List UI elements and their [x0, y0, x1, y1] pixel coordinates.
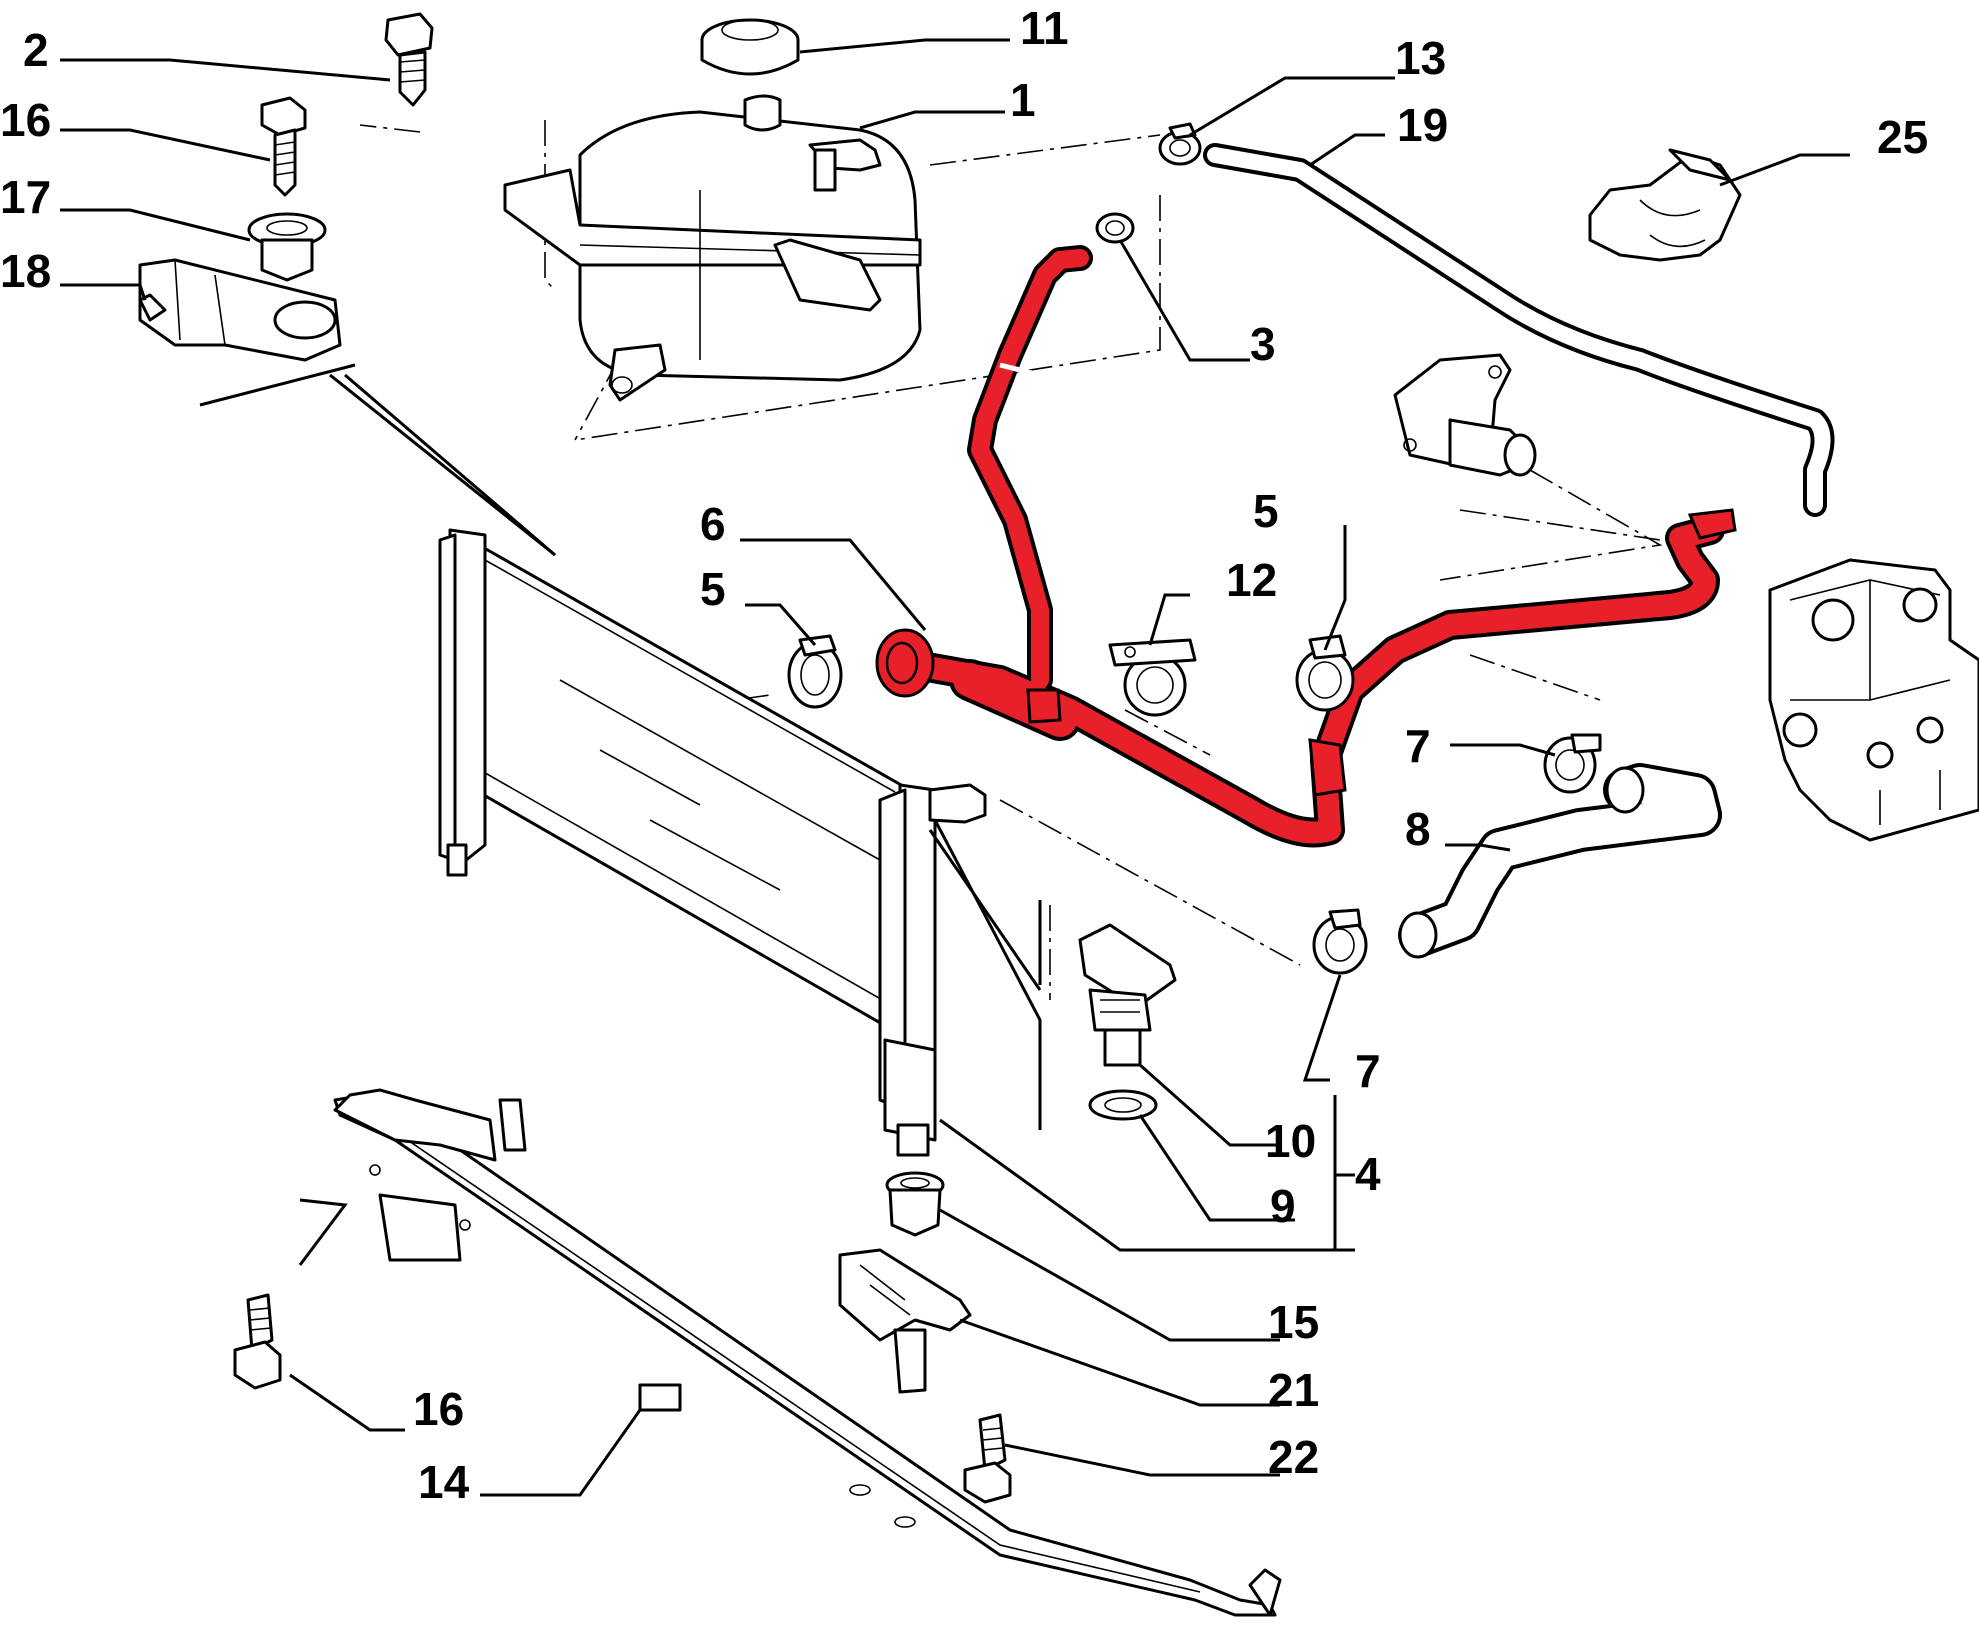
part-25-hose-clip [1588, 148, 1742, 262]
label-16-top: 16 [0, 94, 51, 146]
label-9: 9 [1270, 1180, 1296, 1232]
label-18: 18 [0, 245, 51, 297]
label-14: 14 [418, 1456, 470, 1508]
part-12-clamp [1108, 638, 1197, 717]
part-15-grommet [885, 1171, 945, 1237]
part-5-clamp-left [787, 634, 843, 709]
label-13: 13 [1395, 32, 1446, 84]
label-7-top: 7 [1405, 720, 1431, 772]
hose-break-mark [999, 362, 1041, 378]
label-10: 10 [1265, 1115, 1316, 1167]
label-15: 15 [1268, 1296, 1319, 1348]
part-7-clamp-top [1543, 733, 1602, 794]
label-1: 1 [1010, 74, 1036, 126]
part-18-bracket [138, 258, 342, 362]
part-6-highlighted-hose [875, 245, 1737, 848]
part-11-expansion-tank-cap [700, 18, 800, 76]
label-12: 12 [1226, 554, 1277, 606]
part-9-washer [1088, 1089, 1158, 1121]
part-22-bolt [963, 1413, 1012, 1504]
part-2-bolt [384, 12, 434, 107]
part-7-clamp-bottom [1312, 908, 1368, 975]
part-8-hose [1398, 763, 1722, 959]
label-25: 25 [1877, 111, 1928, 163]
label-11: 11 [1020, 2, 1069, 54]
label-4: 4 [1355, 1148, 1381, 1200]
label-6: 6 [700, 498, 726, 550]
label-16-bottom: 16 [413, 1383, 464, 1435]
label-22: 22 [1268, 1431, 1319, 1483]
label-7-bottom: 7 [1355, 1045, 1381, 1097]
thermostat-housing [1393, 353, 1537, 477]
label-2: 2 [23, 24, 49, 76]
part-16-bolt-bottom [233, 1293, 282, 1390]
label-5-right: 5 [1253, 485, 1279, 537]
part-14-lower-crossmember [333, 1088, 1282, 1617]
part-19-hose [1203, 143, 1835, 517]
callout-leaders [60, 38, 1850, 1497]
label-3: 3 [1250, 318, 1276, 370]
part-17-grommet [247, 212, 327, 282]
part-13-clamp [1158, 122, 1202, 166]
label-21: 21 [1268, 1364, 1319, 1416]
part-10-drain-plug [1078, 923, 1177, 1067]
part-21-mount [838, 1248, 972, 1394]
engine-block-fragment [1768, 558, 1979, 842]
part-3-clamp [1095, 212, 1135, 244]
part-1-expansion-tank [503, 94, 922, 402]
radiator-assembly [438, 528, 987, 1157]
label-8: 8 [1405, 803, 1431, 855]
callout-labels: 2 16 17 18 11 1 13 19 25 3 6 5 12 5 7 8 … [0, 2, 1928, 1508]
label-5-left: 5 [700, 563, 726, 615]
part-16-bolt-top [260, 96, 307, 197]
hose-end-fitting [875, 628, 935, 698]
label-17: 17 [0, 171, 51, 223]
label-19: 19 [1397, 99, 1448, 151]
